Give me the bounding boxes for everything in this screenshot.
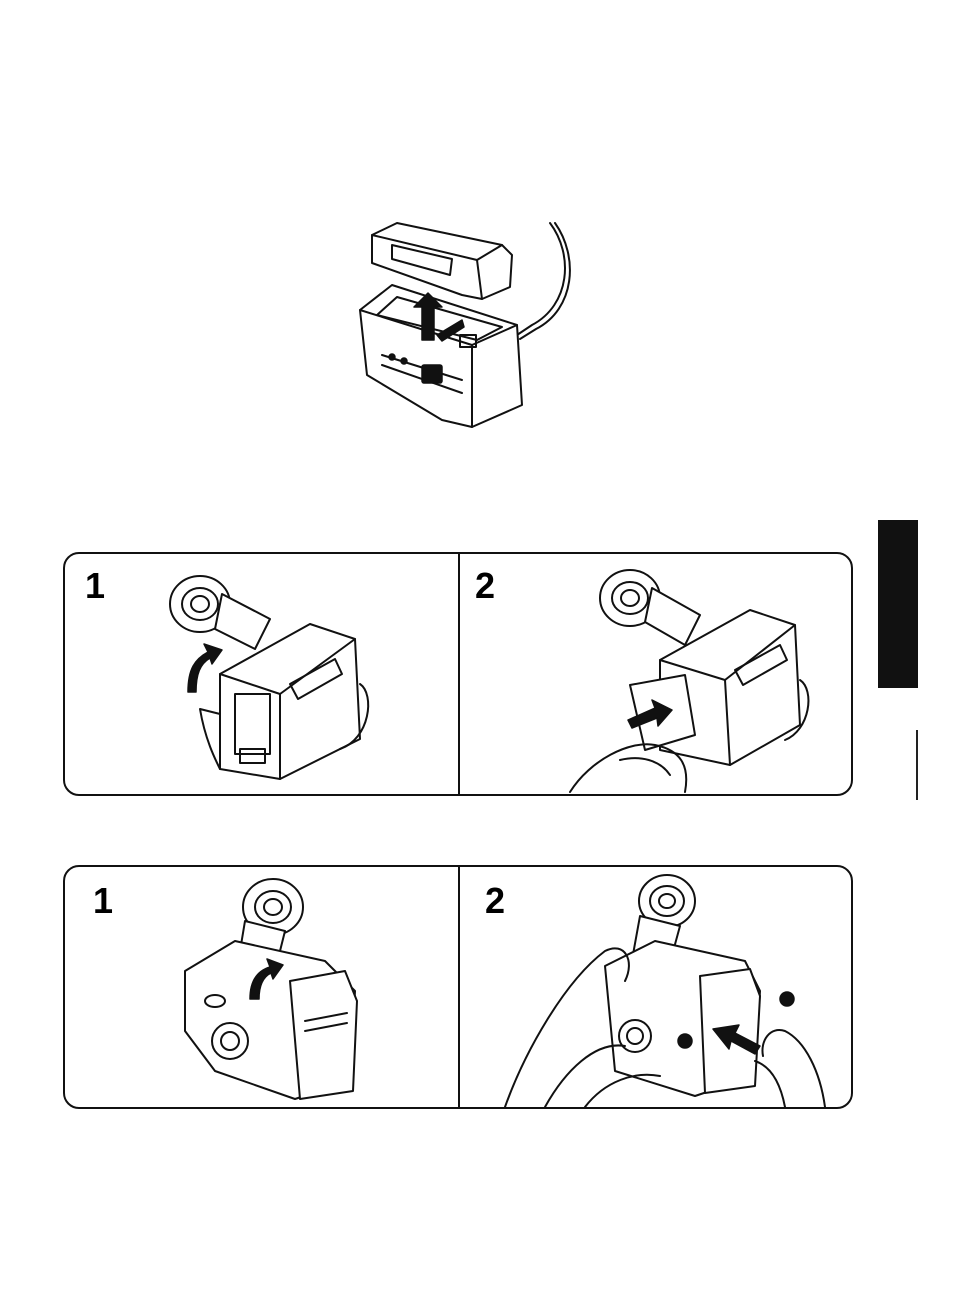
attach-battery-panel: 1 2 <box>63 552 853 796</box>
detach-battery-panel: 1 2 <box>63 865 853 1109</box>
camcorder-insert-battery-illustration <box>560 560 820 796</box>
step-number: 2 <box>475 568 495 604</box>
panel-divider <box>458 867 460 1107</box>
step-number: 1 <box>93 883 113 919</box>
panel-divider <box>458 554 460 794</box>
camcorder-flip-up-viewfinder-illustration <box>160 564 420 789</box>
battery-charger-illustration <box>352 215 582 435</box>
camcorder-remove-battery-illustration <box>485 871 825 1109</box>
step-number: 1 <box>85 568 105 604</box>
camcorder-raise-viewfinder-illustration <box>175 871 375 1107</box>
page-edge-line <box>916 730 918 800</box>
section-tab-marker <box>878 520 918 688</box>
